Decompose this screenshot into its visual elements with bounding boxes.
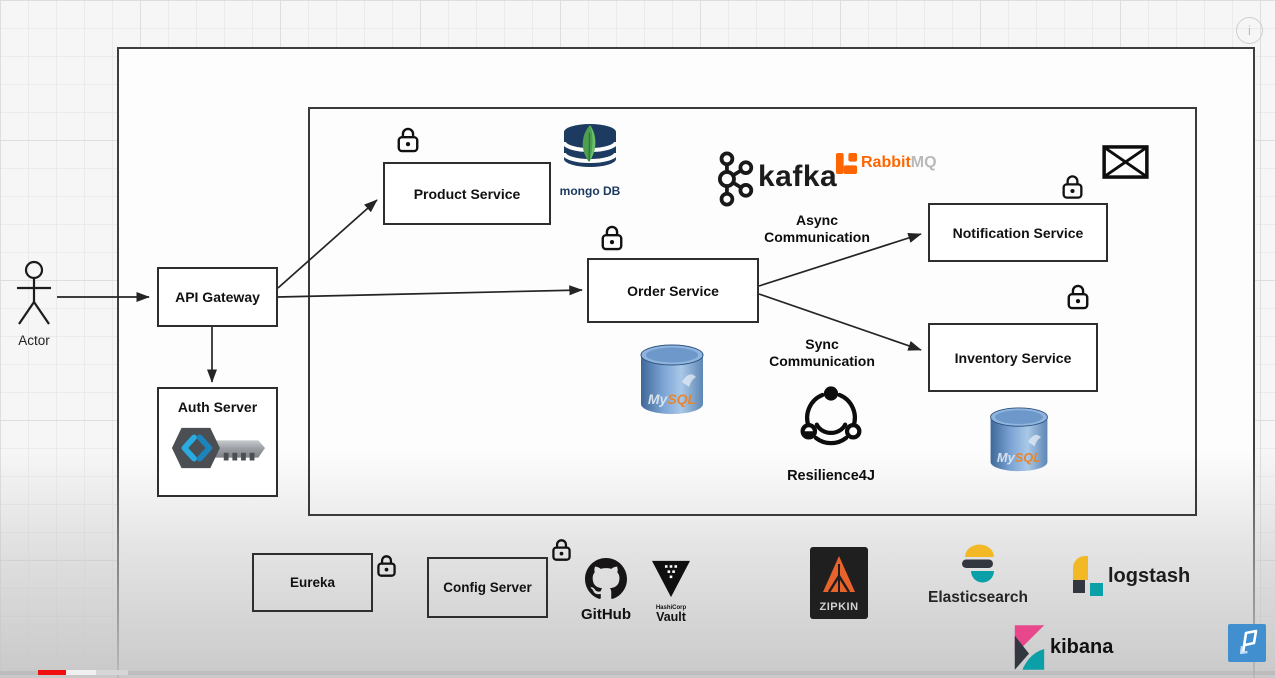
mysql-sql-text: SQL xyxy=(667,391,696,407)
vault-icon xyxy=(652,560,690,598)
kafka-icon xyxy=(717,151,754,207)
config-server-label: Config Server xyxy=(443,580,532,595)
lock-icon-notification xyxy=(1062,175,1083,199)
mail-envelope-icon xyxy=(1102,145,1149,179)
watermark-glyph-icon xyxy=(1239,629,1258,655)
logstash-label: logstash xyxy=(1108,565,1191,587)
api-gateway-label: API Gateway xyxy=(175,289,260,305)
kibana-label: kibana xyxy=(1050,636,1114,658)
eureka-node: Eureka xyxy=(252,553,373,612)
lock-icon-eureka xyxy=(377,555,396,577)
inventory-service-node: Inventory Service xyxy=(928,323,1098,392)
svg-text:MySQL: MySQL xyxy=(997,450,1041,465)
rabbitmq-icon xyxy=(835,152,858,175)
logstash-icon xyxy=(1071,556,1105,600)
mongodb-wordmark: mongo DB xyxy=(559,184,621,198)
product-service-node: Product Service xyxy=(383,162,551,225)
progress-buffer-segment xyxy=(66,670,96,675)
svg-text:MySQL: MySQL xyxy=(648,391,696,407)
keycloak-key-icon xyxy=(171,427,265,469)
zipkin-icon xyxy=(823,556,855,593)
actor-label: Actor xyxy=(18,333,50,348)
lock-icon-config xyxy=(552,539,571,561)
order-service-label: Order Service xyxy=(627,282,719,299)
config-server-node: Config Server xyxy=(427,557,548,618)
vault-logo: HashiCorp Vault xyxy=(650,560,692,624)
lock-icon-product xyxy=(397,127,419,153)
logstash-icon-teal xyxy=(1090,583,1103,596)
api-gateway-node: API Gateway xyxy=(157,267,278,327)
resilience4j-icon xyxy=(800,386,862,446)
product-service-label: Product Service xyxy=(413,185,521,202)
actor-icon xyxy=(17,260,51,325)
rabbitmq-logo: RabbitMQ xyxy=(835,152,937,175)
vault-label: Vault xyxy=(656,610,686,624)
mysql-icon-order: MySQL xyxy=(636,342,708,423)
inventory-service-label: Inventory Service xyxy=(954,349,1072,366)
logstash-icon-yellow xyxy=(1073,556,1088,580)
mysql-my-text: My xyxy=(648,391,669,407)
video-progress-bar[interactable] xyxy=(0,670,1275,677)
kibana-icon xyxy=(1014,625,1045,670)
notification-service-node: Notification Service xyxy=(928,203,1108,262)
zipkin-logo: ZIPKIN xyxy=(810,547,868,619)
lock-icon-order xyxy=(601,225,623,251)
progress-buffer-segment-2 xyxy=(96,670,128,675)
async-communication-label: Async Communication xyxy=(764,212,870,246)
kafka-wordmark: kafka xyxy=(758,160,838,193)
mysql-icon-inventory: MySQL xyxy=(986,404,1052,481)
progress-played-segment xyxy=(38,670,66,675)
sync-communication-label: Sync Communication xyxy=(769,336,875,370)
zipkin-label: ZIPKIN xyxy=(819,601,859,613)
elasticsearch-label: Elasticsearch xyxy=(928,589,1028,606)
github-icon xyxy=(585,558,627,599)
info-icon: i xyxy=(1248,23,1251,38)
rabbitmq-wordmark: RabbitMQ xyxy=(861,154,937,171)
lock-icon-inventory xyxy=(1067,284,1089,310)
auth-server-node: Auth Server xyxy=(157,387,278,497)
elasticsearch-icon xyxy=(962,544,994,583)
logstash-icon-dark xyxy=(1073,580,1085,593)
video-info-button[interactable]: i xyxy=(1236,17,1263,44)
github-label: GitHub xyxy=(581,606,631,623)
mongodb-icon xyxy=(562,124,618,167)
order-service-node: Order Service xyxy=(587,258,759,323)
channel-watermark-logo[interactable] xyxy=(1228,624,1266,662)
eureka-label: Eureka xyxy=(289,575,336,590)
github-logo: GitHub xyxy=(580,558,632,623)
auth-server-label: Auth Server xyxy=(177,399,258,415)
mongodb-logo: mongo DB xyxy=(552,123,628,198)
notification-service-label: Notification Service xyxy=(952,224,1084,241)
resilience4j-label: Resilience4J xyxy=(787,468,875,484)
progress-track[interactable] xyxy=(0,671,1275,675)
